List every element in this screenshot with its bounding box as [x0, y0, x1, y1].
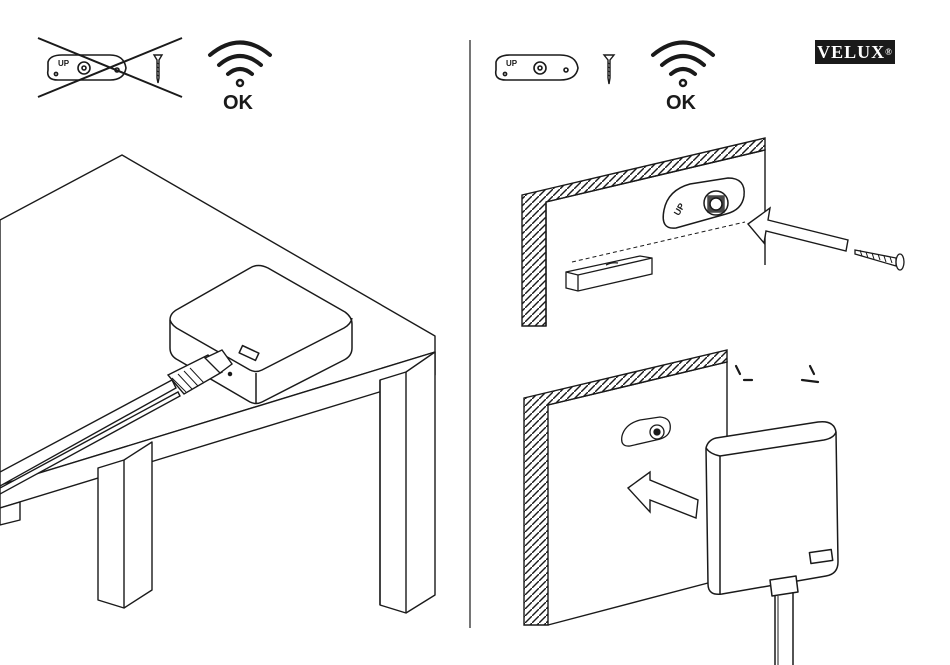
wall-bracket-icon: UP — [496, 55, 578, 80]
bracket-label: UP — [58, 59, 70, 68]
wall-bracket: UP — [663, 178, 744, 228]
table — [0, 155, 435, 613]
wifi-icon — [653, 43, 713, 87]
wall-bracket — [622, 417, 671, 446]
wifi-status-text: OK — [223, 92, 254, 114]
guide-line — [572, 222, 745, 262]
screw-icon — [604, 55, 614, 84]
arrow-icon — [748, 208, 848, 251]
wifi-icon — [210, 43, 270, 87]
wall-upper — [522, 138, 765, 326]
screw-icon — [154, 55, 162, 83]
wifi-status-text: OK — [666, 92, 697, 114]
screw — [855, 250, 904, 270]
spirit-level — [566, 256, 652, 291]
bracket-label: UP — [506, 59, 518, 68]
arrow-icon — [628, 472, 698, 518]
power-adapter — [706, 422, 838, 665]
click-mark-icon — [736, 366, 818, 382]
wall-lower — [524, 350, 727, 625]
